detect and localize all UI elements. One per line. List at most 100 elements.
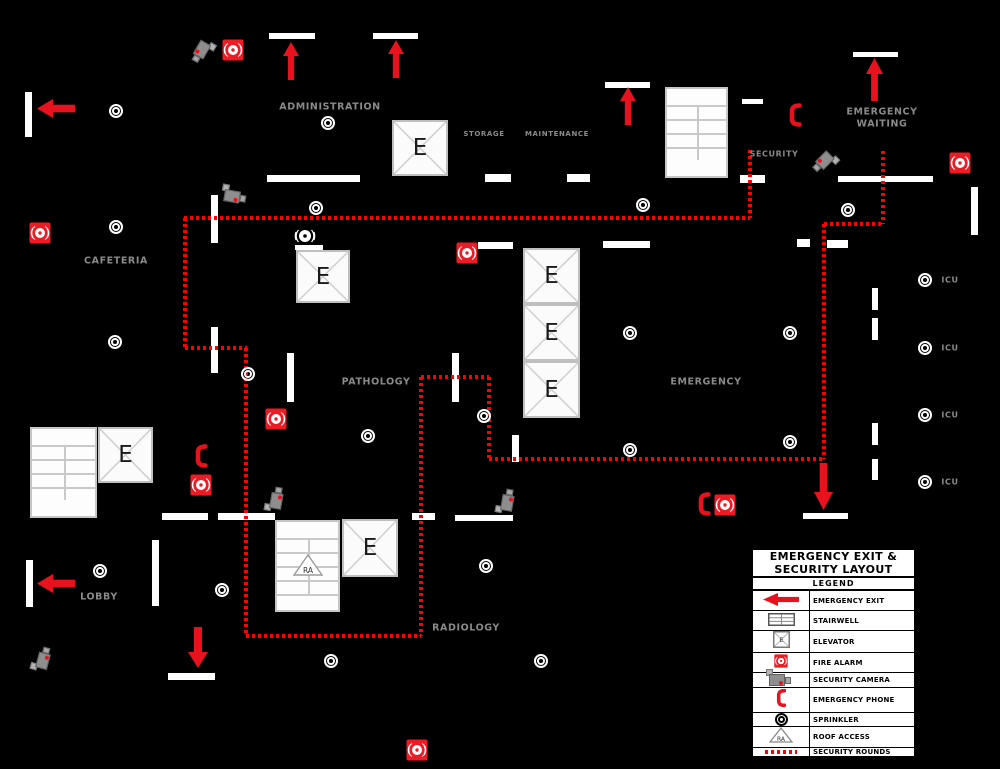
legend-row-sprinkler: SPRINKLER xyxy=(753,713,914,727)
stair-step-line xyxy=(32,459,95,461)
roof-access-stairwell: RA xyxy=(275,520,340,612)
wall xyxy=(838,176,933,182)
wall xyxy=(478,242,513,249)
svg-text:RA: RA xyxy=(303,566,314,575)
room-label: ADMINISTRATION xyxy=(279,101,381,113)
security-camera-glyph xyxy=(263,484,286,512)
svg-text:RA: RA xyxy=(777,736,786,743)
legend-row-emergency-phone: EMERGENCY PHONE xyxy=(753,688,914,713)
security-camera-icon xyxy=(494,486,517,514)
room-label: CAFETERIA xyxy=(84,255,148,267)
legend-row-stairwell: STAIRWELL xyxy=(753,611,914,631)
emergency-exit-arrow-icon xyxy=(37,99,75,118)
legend-camera-glyph xyxy=(766,669,793,687)
security-route-segment xyxy=(748,150,752,218)
wall xyxy=(827,240,848,248)
sprinkler-icon xyxy=(783,326,797,340)
wall xyxy=(295,245,323,250)
sprinkler-icon xyxy=(534,654,548,668)
stair-step-line xyxy=(667,147,726,149)
emergency-exit-arrow-icon xyxy=(283,42,299,80)
elevator-letter: E xyxy=(544,263,559,289)
legend-panel: EMERGENCY EXIT & SECURITY LAYOUT LEGEND … xyxy=(751,548,916,758)
fire-alarm-icon xyxy=(222,39,244,61)
wall xyxy=(740,175,765,183)
sprinkler-icon xyxy=(918,408,932,422)
emergency-exit-arrow-icon xyxy=(188,627,208,668)
legend-label: SECURITY ROUNDS xyxy=(813,748,891,756)
sprinkler-icon xyxy=(918,273,932,287)
stair-step-line xyxy=(277,552,338,554)
elevator: E xyxy=(523,361,580,418)
wall xyxy=(26,560,33,607)
room-label: PATHOLOGY xyxy=(341,376,411,388)
elevator: E xyxy=(392,120,448,176)
wall xyxy=(803,513,848,519)
sprinkler-icon xyxy=(324,654,338,668)
sprinkler-icon xyxy=(918,341,932,355)
legend-icon-cell xyxy=(753,713,810,726)
legend-row-emergency-exit: EMERGENCY EXIT xyxy=(753,591,914,611)
sprinkler-icon xyxy=(241,367,255,381)
stairwell xyxy=(30,427,97,518)
room-label: RADIOLOGY xyxy=(432,622,500,634)
security-camera-glyph xyxy=(494,486,517,514)
elevator-letter: E xyxy=(118,442,133,468)
room-label: ICU xyxy=(941,477,959,487)
elevator-letter: E xyxy=(544,319,559,346)
wall xyxy=(512,435,519,462)
security-route-segment xyxy=(824,222,883,226)
security-camera-icon xyxy=(263,484,286,512)
sprinkler-icon xyxy=(783,435,797,449)
room-label: WAITING xyxy=(856,118,908,130)
emergency-exit-arrow-icon xyxy=(388,40,404,78)
sprinkler-icon xyxy=(636,198,650,212)
sprinkler-icon xyxy=(918,475,932,489)
security-camera-glyph xyxy=(809,150,841,177)
sprinkler-icon xyxy=(841,203,855,217)
elevator-letter: E xyxy=(362,535,378,561)
security-route-segment xyxy=(489,457,824,461)
sprinkler-icon xyxy=(479,559,493,573)
legend-icon-cell: E xyxy=(753,631,810,652)
legend-icon-cell xyxy=(753,748,810,756)
security-camera-icon xyxy=(809,150,841,177)
stair-step-line xyxy=(277,594,338,596)
sprinkler-icon xyxy=(321,116,335,130)
stair-divider xyxy=(64,445,66,500)
wall xyxy=(603,241,650,248)
legend-sprinkler-icon xyxy=(774,713,788,726)
wall xyxy=(162,513,208,520)
legend-title: EMERGENCY EXIT & SECURITY LAYOUT xyxy=(753,550,914,578)
security-route-segment xyxy=(244,348,248,636)
security-camera-glyph xyxy=(221,183,249,206)
legend-elevator-icon: E xyxy=(772,631,790,652)
fire-alarm-icon xyxy=(456,242,478,264)
stairwell xyxy=(665,87,728,178)
room-label: EMERGENCY xyxy=(670,376,742,388)
legend-emergency-phone-icon xyxy=(776,688,787,712)
emergency-exit-arrow-icon xyxy=(620,87,636,125)
roof-access-icon: RA xyxy=(292,553,324,576)
room-label: STORAGE xyxy=(463,130,505,138)
fire-alarm-icon xyxy=(714,494,736,516)
legend-label: SPRINKLER xyxy=(813,715,859,724)
security-camera-icon xyxy=(221,183,249,206)
stair-step-line xyxy=(277,538,338,540)
wall xyxy=(168,673,215,680)
legend-security-rounds-icon xyxy=(765,750,797,754)
wall xyxy=(872,459,878,480)
wall xyxy=(25,92,32,137)
wall xyxy=(152,540,159,606)
elevator: E xyxy=(296,250,350,303)
stair-step-line xyxy=(277,580,338,582)
wall xyxy=(211,327,218,373)
legend-icon-cell xyxy=(753,591,810,610)
elevator-letter: E xyxy=(315,263,331,290)
wall xyxy=(605,82,650,88)
legend-label: STAIRWELL xyxy=(813,616,859,625)
legend-label: SECURITY CAMERA xyxy=(813,676,891,684)
sprinkler-icon xyxy=(477,409,491,423)
room-label: EMERGENCY xyxy=(846,106,918,118)
